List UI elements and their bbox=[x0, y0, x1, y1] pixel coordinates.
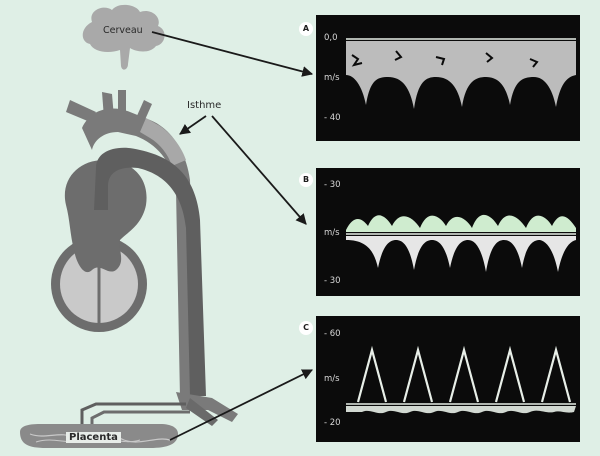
placenta-label: Placenta bbox=[66, 432, 121, 443]
arrow-isthmus-left bbox=[179, 115, 207, 135]
doppler-trace-c bbox=[346, 345, 576, 414]
isthmus-label: Isthme bbox=[187, 100, 222, 111]
arrow-brain-to-a bbox=[151, 31, 314, 77]
panel-c-bottom-tick: - 20 bbox=[324, 418, 341, 428]
doppler-panel-c bbox=[316, 316, 580, 442]
panel-c-letter: C bbox=[299, 321, 313, 335]
heart-illustration bbox=[51, 90, 238, 426]
panel-a-top-tick: 0,0 bbox=[324, 33, 338, 43]
panel-a-unit: m/s bbox=[324, 73, 340, 83]
arrow-placenta-to-c bbox=[169, 369, 313, 441]
arrows bbox=[151, 31, 314, 441]
doppler-trace-a bbox=[346, 38, 576, 109]
panel-c-unit: m/s bbox=[324, 374, 340, 384]
arrow-isthmus-to-b bbox=[211, 115, 307, 225]
brain-icon bbox=[82, 4, 165, 70]
panel-b-top-tick: - 30 bbox=[324, 180, 341, 190]
panel-b-unit: m/s bbox=[324, 228, 340, 238]
panel-a-bottom-tick: - 40 bbox=[324, 113, 341, 123]
panel-c-top-tick: - 60 bbox=[324, 329, 341, 339]
brain-label: Cerveau bbox=[103, 25, 143, 36]
panel-b-bottom-tick: - 30 bbox=[324, 276, 341, 286]
doppler-trace-b bbox=[346, 214, 576, 272]
doppler-panel-a bbox=[316, 15, 580, 141]
doppler-panel-b bbox=[316, 168, 580, 296]
panel-a-letter: A bbox=[299, 22, 313, 36]
panel-b-letter: B bbox=[299, 173, 313, 187]
